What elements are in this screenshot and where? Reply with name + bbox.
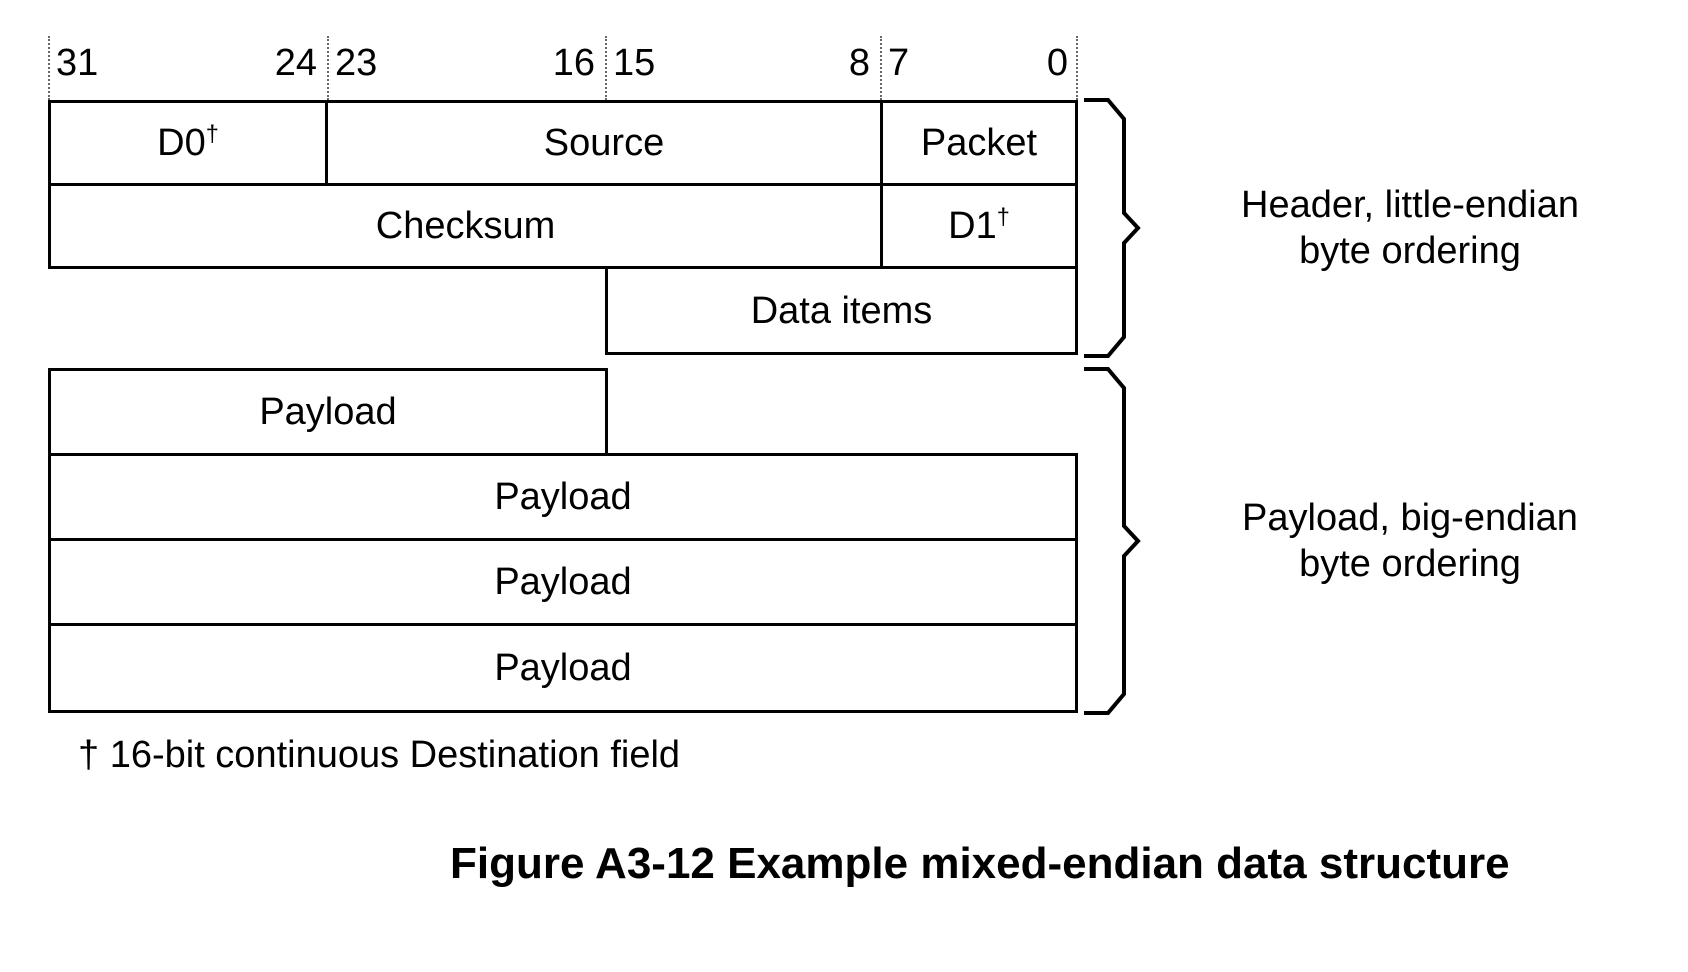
field-label-payload-4: Payload bbox=[494, 647, 632, 689]
field-box-payload-3: Payload bbox=[48, 538, 1078, 626]
field-label-payload-3: Payload bbox=[494, 561, 632, 603]
field-label-source: Source bbox=[543, 122, 665, 164]
field-box-d1: D1† bbox=[880, 183, 1078, 269]
field-label-payload-2: Payload bbox=[494, 476, 632, 518]
field-label-payload-1: Payload bbox=[259, 391, 397, 433]
field-box-payload-4: Payload bbox=[48, 623, 1078, 713]
field-box-data-items: Data items bbox=[605, 266, 1078, 355]
footnote: † 16-bit continuous Destination field bbox=[78, 734, 681, 776]
field-label-d1: D1† bbox=[948, 203, 1010, 247]
field-box-packet: Packet bbox=[880, 100, 1078, 186]
header-brace bbox=[1082, 97, 1142, 359]
field-box-payload-2: Payload bbox=[48, 453, 1078, 541]
bit-guide-31-start bbox=[48, 36, 50, 100]
field-box-d0: D0† bbox=[48, 100, 328, 186]
bit-label-31: 31 bbox=[56, 42, 99, 84]
bit-guide-16-15 bbox=[605, 36, 607, 100]
bit-label-23: 23 bbox=[335, 42, 378, 84]
bit-label-8: 8 bbox=[848, 42, 870, 84]
field-label-packet: Packet bbox=[920, 122, 1038, 164]
figure-caption: Figure A3-12 Example mixed-endian data s… bbox=[450, 839, 1510, 888]
field-box-source: Source bbox=[325, 100, 883, 186]
bit-label-15: 15 bbox=[613, 42, 656, 84]
field-label-d0: D0† bbox=[157, 120, 219, 164]
bit-label-16: 16 bbox=[552, 42, 595, 84]
payload-brace bbox=[1082, 366, 1142, 716]
field-box-payload-1: Payload bbox=[48, 368, 608, 456]
bit-guide-8-7 bbox=[880, 36, 882, 100]
bit-label-24: 24 bbox=[274, 42, 317, 84]
bit-guide-0-end bbox=[1076, 36, 1078, 100]
field-box-checksum: Checksum bbox=[48, 183, 883, 269]
header-brace-label: Header, little-endian byte ordering bbox=[1241, 184, 1579, 272]
field-label-data-items: Data items bbox=[750, 289, 933, 332]
bit-label-0: 0 bbox=[1046, 42, 1068, 84]
payload-brace-label: Payload, big-endian byte ordering bbox=[1242, 497, 1578, 585]
bit-label-7: 7 bbox=[888, 42, 910, 84]
bit-guide-24-23 bbox=[327, 36, 329, 100]
field-label-checksum: Checksum bbox=[375, 205, 556, 247]
